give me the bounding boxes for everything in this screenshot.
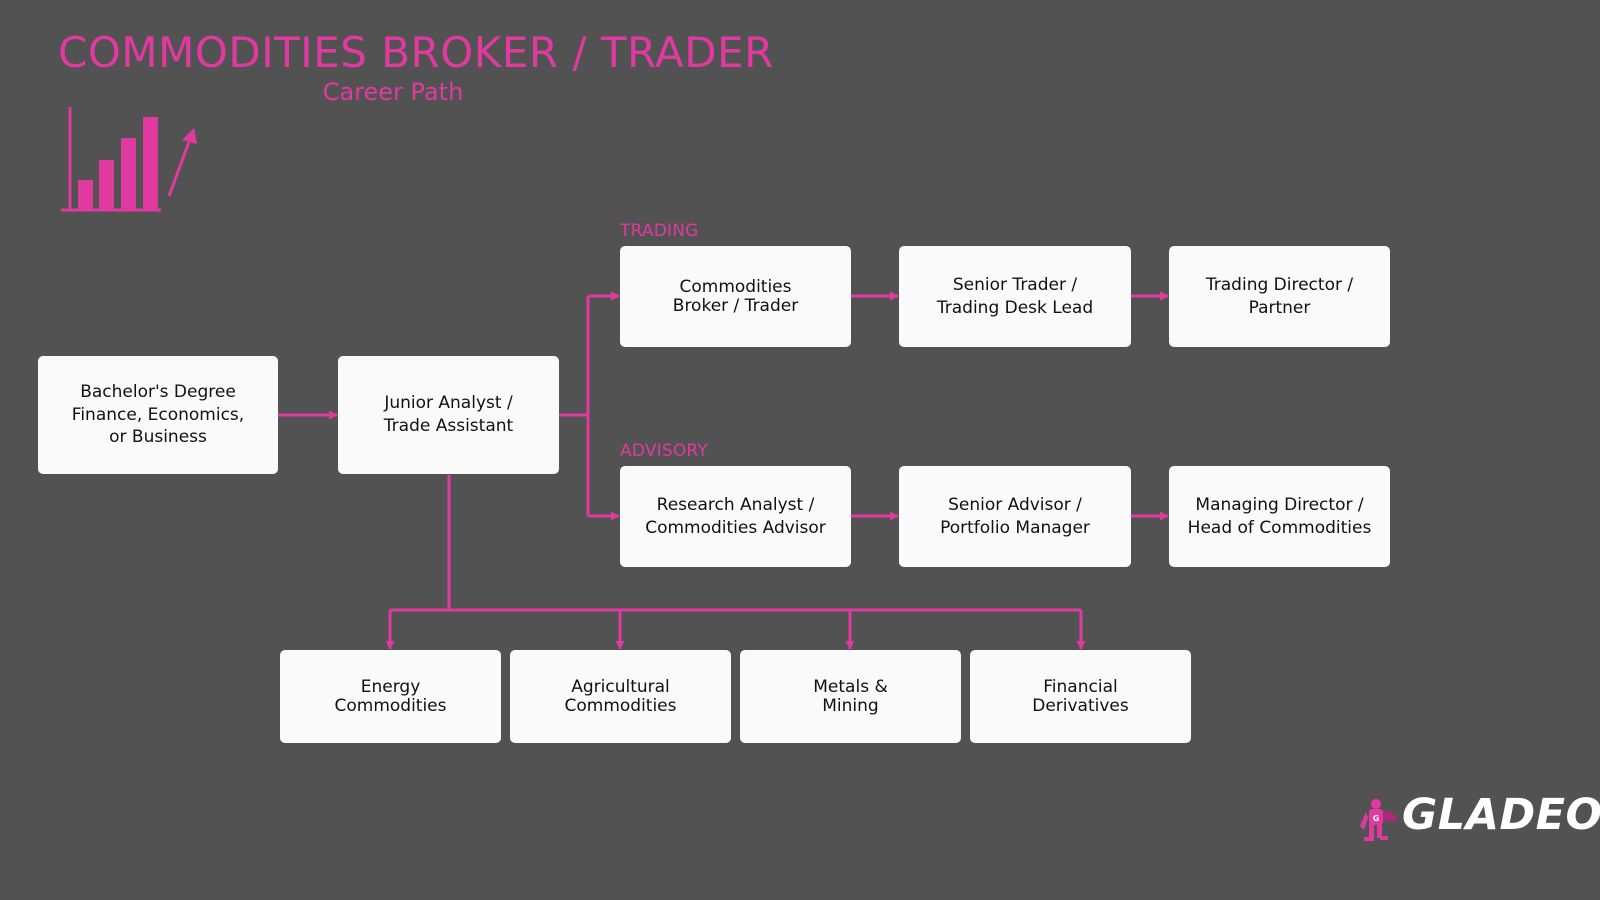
logo-mark-letter: G <box>1373 814 1380 823</box>
node-senior-trader: Senior Trader / Trading Desk Lead <box>899 246 1131 347</box>
node-label-line: Partner <box>1248 297 1311 318</box>
logo-text: GLADEO <box>1402 790 1600 840</box>
node-financial-derivatives: Financial Derivatives <box>970 650 1191 743</box>
gladeo-logo: G GLADEO <box>1358 792 1600 848</box>
node-metals-mining: Metals & Mining <box>740 650 961 743</box>
node-label-line: Metals & <box>813 676 888 697</box>
node-agricultural-commodities: Agricultural Commodities <box>510 650 731 743</box>
node-label-line: Energy <box>360 676 421 697</box>
node-junior-analyst: Junior Analyst / Trade Assistant <box>338 356 559 474</box>
caped-hero-icon: G <box>1360 799 1398 841</box>
node-label-line: Commodities Advisor <box>645 517 826 538</box>
node-managing-director: Managing Director / Head of Commodities <box>1169 466 1390 567</box>
section-label-advisory: ADVISORY <box>620 441 708 461</box>
node-label-line: Head of Commodities <box>1187 517 1372 538</box>
node-label-line: Trading Desk Lead <box>936 297 1094 318</box>
node-label-line: Trading Director / <box>1205 274 1354 295</box>
node-commodities-broker-trader: Commodities Broker / Trader <box>620 246 851 347</box>
node-label-line: Managing Director / <box>1195 494 1364 515</box>
node-label-line: Junior Analyst / <box>384 393 513 414</box>
node-label-line: Mining <box>822 695 879 716</box>
node-label-line: Derivatives <box>1032 695 1129 716</box>
node-senior-advisor: Senior Advisor / Portfolio Manager <box>899 466 1131 567</box>
node-label-line: Senior Advisor / <box>948 494 1082 515</box>
node-label-line: Commodities <box>334 695 447 716</box>
growth-bar-chart-icon <box>61 107 197 212</box>
node-bachelors-degree: Bachelor's Degree Finance, Economics, or… <box>38 356 278 474</box>
node-label-line: Financial <box>1043 676 1118 697</box>
node-label-line: Broker / Trader <box>672 295 799 316</box>
node-label-line: Senior Trader / <box>952 274 1078 295</box>
section-label-trading: TRADING <box>620 221 699 241</box>
node-label-line: Agricultural <box>571 676 670 697</box>
node-label-line: Portfolio Manager <box>940 517 1090 538</box>
node-trading-director: Trading Director / Partner <box>1169 246 1390 347</box>
node-label-line: Finance, Economics, <box>71 404 245 425</box>
node-label-line: Commodities <box>564 695 677 716</box>
node-label-line: Commodities <box>679 276 792 297</box>
node-label-line: Bachelor's Degree <box>80 381 236 402</box>
node-label-line: Research Analyst / <box>656 494 815 515</box>
node-label-line: Trade Assistant <box>383 416 514 436</box>
node-energy-commodities: Energy Commodities <box>280 650 501 743</box>
node-label-line: or Business <box>109 427 207 448</box>
page-subtitle: Career Path <box>322 78 464 106</box>
page-title: COMMODITIES BROKER / TRADER <box>58 28 774 77</box>
node-research-analyst: Research Analyst / Commodities Advisor <box>620 466 851 567</box>
